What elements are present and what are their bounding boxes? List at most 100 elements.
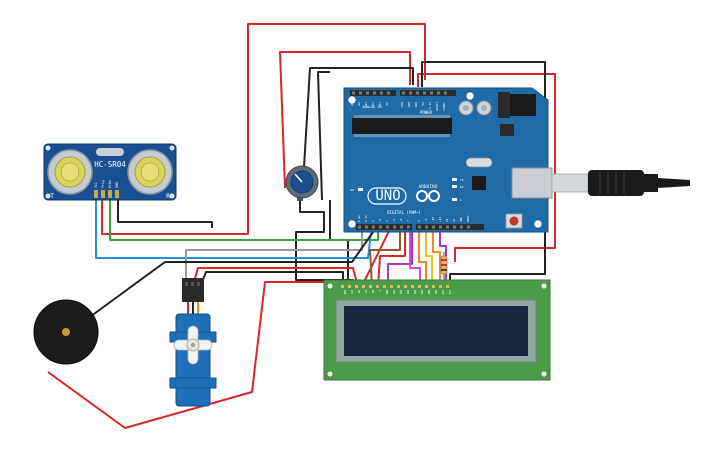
digital-pin-label: 13	[452, 218, 456, 222]
lcd-pin-label: DB2	[399, 290, 402, 295]
wire-gray-servo	[185, 225, 363, 278]
lcd-pin-label: E	[378, 290, 381, 292]
lcd-pin-label: DB4	[413, 290, 416, 295]
wire-black-buzzer	[71, 224, 379, 331]
power-pin-label: GND	[407, 102, 411, 108]
digital-pin-label: 2	[371, 220, 375, 222]
analog-header	[350, 90, 396, 96]
digital-pin-label: ~6	[399, 218, 403, 222]
power-header	[400, 90, 456, 96]
lcd-pin-label: DB5	[420, 290, 423, 295]
resistor	[440, 252, 448, 282]
ultrasonic-sensor[interactable]: HC-SR04 T R VCC Trig Echo GND	[43, 143, 177, 201]
digital-pin-label: ~10	[431, 217, 435, 222]
voltage-regulator	[500, 124, 514, 136]
digital-pin-label: 4	[385, 220, 389, 222]
analog-pin-label: A2	[371, 102, 375, 106]
lcd-pin-label: DB7	[434, 290, 437, 295]
wire-pink-lcd	[409, 225, 421, 287]
digital-pin-label: 0 RX	[357, 215, 361, 222]
analog-pin-labels: A5 A4 A3 A2 A1 A0	[350, 102, 389, 106]
lcd-pin-label: VCC	[350, 290, 353, 295]
wire-yellow-lcd	[425, 225, 433, 287]
usb-chip	[472, 176, 486, 190]
transmitter-transducer	[47, 149, 93, 195]
wire-red-buzzer	[47, 224, 393, 429]
analog-pin-label: A1	[378, 102, 382, 106]
lcd-pin-pads	[341, 285, 449, 288]
digital-pin-label: 1 TX	[364, 215, 368, 222]
servo-connector	[182, 278, 204, 302]
wire-red-servo	[193, 267, 359, 288]
led-label: L	[460, 198, 462, 202]
digital-pin-label: 7	[406, 220, 410, 222]
digital-pin-label: GND	[459, 217, 463, 222]
power-pin-label: VIN	[400, 102, 404, 108]
piezo-buzzer[interactable]	[33, 299, 99, 365]
lcd-screen	[344, 306, 528, 356]
led-label: RX	[460, 185, 464, 189]
servo-motor[interactable]	[169, 278, 217, 407]
digital-pin-label: ~9	[424, 218, 428, 222]
crystal-oscillator	[465, 157, 493, 168]
uno-logo: UNO	[375, 188, 400, 204]
lcd-pin-label: LED	[448, 290, 451, 295]
power-pin-label: RESET	[435, 102, 439, 111]
lcd-pin-label: DB1	[392, 290, 395, 295]
capacitors	[458, 100, 492, 116]
wire-blue-echo	[95, 198, 373, 259]
lcd-pin-label: GND	[343, 290, 346, 295]
sensor-side-right-label: R	[166, 193, 170, 200]
wire-red-sensor-5v	[101, 23, 426, 235]
sensor-pin-label: Trig	[101, 180, 105, 188]
reset-button[interactable]	[505, 213, 523, 229]
digital-pin-label: ~3	[378, 218, 382, 222]
lcd-pin-label: LED	[441, 290, 444, 295]
sensor-pins	[94, 190, 119, 198]
sensor-pin-label: Echo	[108, 180, 112, 188]
servo-horn	[173, 325, 213, 365]
digital-pin-label: 12	[445, 218, 449, 222]
usb-cable	[551, 170, 690, 196]
potentiometer[interactable]	[285, 165, 319, 201]
analog-pin-label: A5	[350, 102, 354, 106]
power-pin-label: GND	[414, 102, 418, 108]
digital-pin-label: AREF	[466, 215, 470, 222]
led-label: TX	[460, 178, 464, 182]
lcd-pin-label: DB0	[385, 290, 388, 295]
wire-black-top-2	[317, 71, 330, 201]
analog-pin-label: A3	[364, 102, 368, 106]
analog-pin-label: A4	[357, 102, 361, 106]
power-pin-labels: VIN GND GND 5V 3.3V RESET IOREF	[400, 102, 446, 111]
analog-in-label: ANALOG IN	[363, 105, 382, 109]
sensor-pin-label: GND	[115, 182, 119, 188]
wire-red-right-loop	[417, 73, 556, 262]
dc-power-jack	[498, 92, 536, 118]
onboard-leds: TX RX L ON	[350, 178, 464, 202]
receiver-transducer	[127, 149, 173, 195]
lcd-pin-label: DB6	[427, 290, 430, 295]
power-pin-label: 5V	[421, 102, 425, 106]
led-label: ON	[350, 188, 354, 192]
usb-port	[511, 167, 553, 199]
sensor-side-left-label: T	[50, 193, 54, 200]
microcontroller-chip	[352, 115, 452, 137]
lcd-pin-label: RS	[364, 290, 367, 293]
digital-pin-label: 8	[417, 220, 421, 222]
sensor-pin-labels: VCC Trig Echo GND	[94, 180, 119, 188]
digital-pin-label: ~5	[392, 218, 396, 222]
wire-black-sensor-gnd	[117, 198, 213, 228]
digital-pwm-label: DIGITAL (PWM~)	[387, 210, 421, 215]
sensor-pin-label: VCC	[94, 182, 98, 188]
wire-orange-lcd-2	[432, 225, 441, 287]
potentiometer-knob-indicator	[294, 173, 303, 183]
lcd-pin-label: V0	[357, 290, 360, 293]
digital-pin-label: ~11	[438, 217, 442, 222]
arduino-uno[interactable]: A5 A4 A3 A2 A1 A0 ANALOG IN VIN GND GND …	[343, 87, 553, 233]
lcd-display[interactable]: GND VCC V0 RS RW E DB0 DB1 DB2 DB3 DB4 D…	[323, 279, 551, 381]
digital-pin-labels: 0 RX 1 TX 2 ~3 4 ~5 ~6 7 8 ~9 ~10 ~11 12…	[357, 215, 470, 222]
wire-purple-lcd	[387, 225, 413, 287]
power-pin-label: 3.3V	[428, 102, 432, 109]
wire-black-top-1	[301, 67, 414, 201]
